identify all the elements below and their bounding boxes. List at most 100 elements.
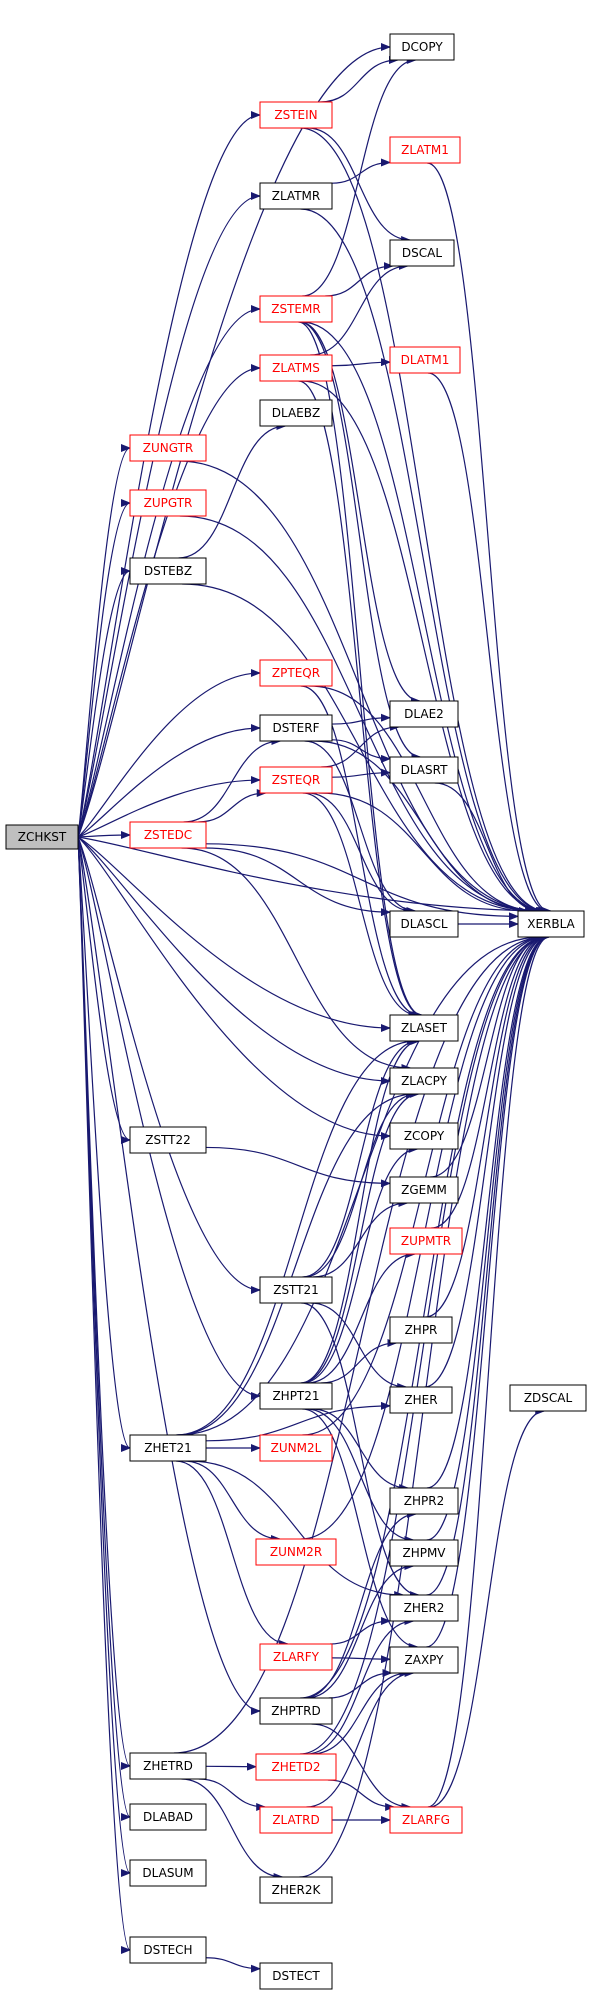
node-box	[129, 1803, 207, 1831]
node-label: ZUPMTR	[401, 1234, 451, 1248]
node-box	[389, 1594, 459, 1622]
edge-zchkst-to-zpteqr	[77, 669, 261, 838]
node-box	[389, 1539, 459, 1567]
node-zher2k[interactable]: ZHER2K	[259, 1876, 333, 1904]
node-zunm2r[interactable]: ZUNM2R	[255, 1538, 337, 1566]
node-zungtr[interactable]: ZUNGTR	[129, 434, 207, 462]
node-xerbla[interactable]: XERBLA	[517, 910, 585, 938]
node-label: DLAEBZ	[272, 406, 320, 420]
node-zlaset[interactable]: ZLASET	[389, 1014, 459, 1042]
node-zdscal[interactable]: ZDSCAL	[509, 1384, 587, 1412]
edge-zhpt21-to-zupmtr	[306, 1250, 417, 1384]
node-dlabad[interactable]: DLABAD	[129, 1803, 207, 1831]
edge-zupmtr-to-xerbla	[431, 933, 547, 1229]
node-dstebz[interactable]: DSTEBZ	[129, 557, 207, 585]
edge-zchkst-to-dsterf	[77, 724, 261, 838]
node-zunm2l[interactable]: ZUNM2L	[259, 1434, 333, 1462]
node-zaxpy[interactable]: ZAXPY	[389, 1646, 459, 1674]
edge-zstein-to-dcopy	[320, 56, 399, 103]
node-zlarfg[interactable]: ZLARFG	[389, 1806, 463, 1834]
node-zlarfy[interactable]: ZLARFY	[259, 1643, 333, 1671]
node-dscal[interactable]: DSCAL	[389, 239, 455, 267]
node-dlatm1[interactable]: DLATM1	[389, 346, 461, 374]
node-label: DLAE2	[404, 707, 444, 721]
node-zlacpy[interactable]: ZLACPY	[389, 1067, 459, 1095]
node-box	[255, 1538, 337, 1566]
node-label: ZHPT21	[272, 1389, 319, 1403]
node-box	[389, 1646, 459, 1674]
node-box	[389, 136, 461, 164]
node-zchkst[interactable]: ZCHKST	[5, 824, 79, 850]
node-zhetd2[interactable]: ZHETD2	[255, 1753, 337, 1781]
node-label: ZHPR2	[404, 1494, 444, 1508]
node-dlascl[interactable]: DLASCL	[389, 910, 459, 938]
node-zlatmr[interactable]: ZLATMR	[259, 182, 333, 210]
edge-zchkst-to-zhetrd	[77, 836, 131, 1770]
node-dlae2[interactable]: DLAE2	[389, 700, 459, 728]
node-label: ZHPMV	[402, 1546, 446, 1560]
node-zstt21[interactable]: ZSTT21	[259, 1276, 333, 1304]
edge-zhptrd-to-zaxpy	[328, 1669, 393, 1699]
node-zstein[interactable]: ZSTEIN	[259, 101, 333, 129]
node-label: ZLATM1	[401, 143, 449, 157]
node-dlaebz[interactable]: DLAEBZ	[259, 399, 333, 427]
edge-dsterf-to-dlae2	[331, 713, 391, 725]
node-dsterf[interactable]: DSTERF	[259, 714, 333, 742]
node-zgemm[interactable]: ZGEMM	[389, 1176, 459, 1204]
node-box	[509, 1384, 587, 1412]
node-zhetrd[interactable]: ZHETRD	[129, 1752, 207, 1780]
node-box	[259, 766, 333, 794]
node-dlasrt[interactable]: DLASRT	[389, 756, 459, 784]
node-zupmtr[interactable]: ZUPMTR	[389, 1227, 463, 1255]
edge-zhpt21-to-zlacpy	[301, 1090, 420, 1384]
node-box	[259, 1276, 333, 1304]
edge-zpteqr-to-zlaset	[300, 685, 421, 1019]
edge-zlatms-to-dlatm1	[331, 358, 391, 367]
edge-zstemr-to-dlae2	[300, 321, 421, 705]
node-zhpmv[interactable]: ZHPMV	[389, 1539, 459, 1567]
node-box	[259, 1876, 333, 1904]
node-zupgtr[interactable]: ZUPGTR	[129, 489, 207, 517]
node-box	[129, 821, 207, 849]
node-zlatm1[interactable]: ZLATM1	[389, 136, 461, 164]
node-zstt22[interactable]: ZSTT22	[129, 1126, 207, 1154]
node-box	[389, 1122, 459, 1150]
node-zpteqr[interactable]: ZPTEQR	[259, 659, 333, 687]
node-zsteqr[interactable]: ZSTEQR	[259, 766, 333, 794]
node-label: ZHER	[404, 1393, 437, 1407]
edge-zupgtr-to-xerbla	[179, 515, 541, 915]
node-dlasum[interactable]: DLASUM	[129, 1859, 207, 1887]
edge-zhet21-to-zher	[205, 1401, 391, 1442]
node-box	[259, 354, 333, 382]
node-zhet21[interactable]: ZHET21	[129, 1434, 207, 1462]
edge-zhetrd-to-xerbla	[173, 933, 547, 1754]
edge-zher-to-xerbla	[424, 933, 549, 1388]
node-zlatms[interactable]: ZLATMS	[259, 354, 333, 382]
node-dstect[interactable]: DSTECT	[259, 1962, 333, 1990]
node-box	[259, 1697, 333, 1725]
node-box	[389, 239, 455, 267]
node-zhpt21[interactable]: ZHPT21	[259, 1382, 333, 1410]
node-zhpr[interactable]: ZHPR	[389, 1316, 453, 1344]
node-label: ZLATRD	[272, 1813, 319, 1827]
node-box	[5, 824, 79, 850]
node-zhptrd[interactable]: ZHPTRD	[259, 1697, 333, 1725]
node-label: ZLARFG	[402, 1813, 450, 1827]
node-zhpr2[interactable]: ZHPR2	[389, 1487, 459, 1515]
edge-zsteqr-to-dlasrt	[331, 768, 391, 778]
node-box	[389, 346, 461, 374]
node-zlatrd[interactable]: ZLATRD	[259, 1806, 333, 1834]
node-zcopy[interactable]: ZCOPY	[389, 1122, 459, 1150]
node-box	[259, 1382, 333, 1410]
node-label: ZGEMM	[401, 1183, 447, 1197]
node-dcopy[interactable]: DCOPY	[389, 33, 455, 61]
edge-zlatrd-to-zaxpy	[306, 1669, 415, 1808]
node-zstemr[interactable]: ZSTEMR	[259, 295, 333, 323]
node-zher[interactable]: ZHER	[389, 1386, 453, 1414]
node-zher2[interactable]: ZHER2	[389, 1594, 459, 1622]
edge-zlarfg-to-xerbla	[427, 933, 551, 1808]
node-label: DLATM1	[401, 353, 450, 367]
node-dstech[interactable]: DSTECH	[129, 1936, 207, 1964]
node-zstedc[interactable]: ZSTEDC	[129, 821, 207, 849]
